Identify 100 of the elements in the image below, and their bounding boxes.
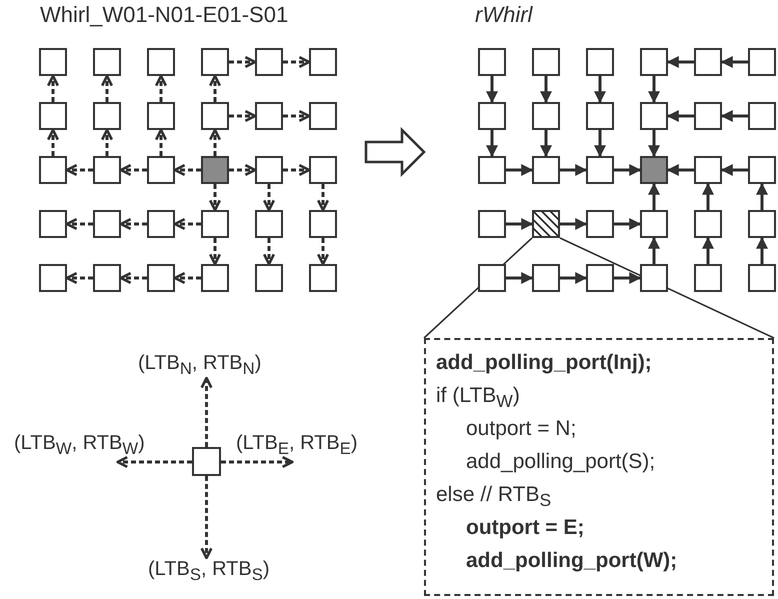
code-line: if (LTB$_{W}$) — [436, 383, 520, 412]
arrow — [614, 164, 642, 176]
arrow — [506, 218, 534, 230]
grid-square — [748, 210, 776, 238]
arrow — [540, 130, 552, 158]
arrow — [208, 128, 222, 156]
arrow — [702, 236, 714, 264]
grid-square — [39, 48, 67, 76]
arrow — [120, 164, 147, 176]
arrow — [174, 272, 201, 284]
arrow — [200, 476, 213, 560]
arrow — [283, 164, 310, 176]
grid-square — [93, 48, 121, 76]
grid-square — [748, 102, 776, 130]
grid-square — [309, 48, 337, 76]
arrow — [120, 218, 147, 230]
code-line: add_polling_port(S); — [466, 449, 656, 475]
grid-square — [192, 447, 221, 476]
grid-square — [39, 210, 67, 238]
shaded-square — [201, 156, 229, 184]
grid-square — [694, 102, 722, 130]
grid-square — [93, 210, 121, 238]
grid-square — [586, 102, 614, 130]
grid-square — [147, 102, 175, 130]
grid-square — [255, 210, 283, 238]
arrow — [262, 184, 276, 212]
arrow — [174, 218, 201, 230]
grid-square — [39, 102, 67, 130]
code-line: add_polling_port(W); — [466, 548, 678, 574]
grid-square — [309, 264, 337, 292]
arrow — [221, 456, 294, 468]
arrow — [720, 164, 748, 176]
grid-title: Whirl_W01-N01-E01-S01 — [40, 2, 288, 28]
grid-square — [694, 156, 722, 184]
arrow — [540, 76, 552, 104]
arrow — [66, 164, 93, 176]
grid-square — [478, 102, 506, 130]
grid-square — [478, 264, 506, 292]
grid-title: rWhirl — [475, 2, 532, 28]
direction-label: (LTB$_{N}$, RTB$_{N}$) — [138, 352, 262, 375]
arrow — [594, 76, 606, 104]
arrow — [756, 182, 768, 210]
arrow — [316, 184, 330, 212]
arrow — [506, 272, 534, 284]
shaded-square — [640, 156, 668, 184]
arrow — [283, 110, 310, 122]
arrow — [46, 74, 60, 102]
grid-square — [694, 210, 722, 238]
arrow — [208, 74, 222, 102]
grid-square — [309, 102, 337, 130]
arrow — [720, 56, 748, 68]
grid-square — [694, 48, 722, 76]
arrow — [702, 182, 714, 210]
grid-square — [748, 264, 776, 292]
grid-square — [93, 264, 121, 292]
arrow — [66, 218, 93, 230]
arrow — [720, 110, 748, 122]
arrow — [208, 238, 222, 266]
arrow — [614, 272, 642, 284]
code-line: else // RTB$_{S}$ — [436, 482, 552, 511]
grid-square — [586, 48, 614, 76]
grid-square — [255, 156, 283, 184]
grid-square — [478, 210, 506, 238]
arrow — [208, 184, 222, 212]
arrow — [560, 164, 588, 176]
code-line: outport = E; — [466, 515, 584, 541]
grid-square — [93, 102, 121, 130]
grid-square — [309, 210, 337, 238]
arrow — [316, 238, 330, 266]
grid-square — [748, 156, 776, 184]
arrow — [666, 164, 694, 176]
arrow — [120, 272, 147, 284]
grid-square — [694, 264, 722, 292]
arrow — [648, 130, 660, 158]
arrow — [560, 272, 588, 284]
direction-label: (LTB$_{E}$, RTB$_{E}$) — [236, 428, 358, 458]
grid-square — [478, 48, 506, 76]
grid-square — [201, 48, 229, 76]
grid-square — [147, 48, 175, 76]
hatched-square — [532, 210, 560, 238]
grid-square — [478, 156, 506, 184]
code-line: add_polling_port(Inj); — [436, 350, 652, 376]
grid-square — [93, 156, 121, 184]
grid-square — [532, 156, 560, 184]
grid-square — [640, 102, 668, 130]
grid-square — [39, 156, 67, 184]
arrow — [100, 128, 114, 156]
grid-square — [640, 210, 668, 238]
arrow — [486, 76, 498, 104]
arrow — [614, 218, 642, 230]
arrow — [756, 236, 768, 264]
code-box — [424, 338, 774, 596]
arrow — [66, 272, 93, 284]
grid-square — [255, 264, 283, 292]
arrow — [229, 56, 256, 68]
grid-square — [201, 102, 229, 130]
arrow — [154, 74, 168, 102]
grid-square — [586, 210, 614, 238]
arrow — [666, 110, 694, 122]
grid-square — [532, 264, 560, 292]
